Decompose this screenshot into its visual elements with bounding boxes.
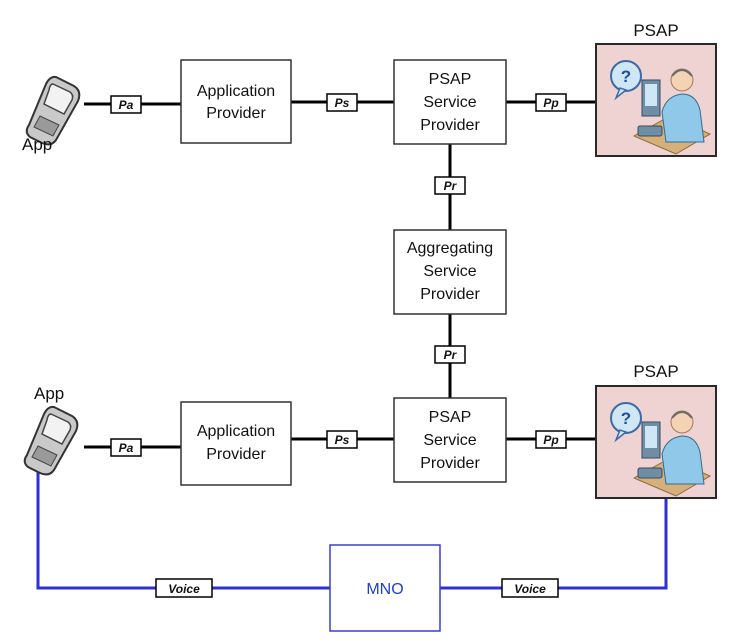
- aggregating-service-provider-box: Aggregating Service Provider: [393, 229, 507, 315]
- psap-service-provider-line2: Service: [423, 432, 476, 449]
- iface-pr-lower: Pr: [434, 345, 466, 364]
- application-provider-line2: Provider: [206, 105, 266, 122]
- psap-title-bottom: PSAP: [633, 362, 678, 381]
- psap-service-provider-line2: Service: [423, 94, 476, 111]
- iface-ps-bottom: Ps: [326, 430, 358, 449]
- application-provider-box-bottom: Application Provider: [180, 401, 292, 486]
- iface-pa-label: Pa: [119, 441, 134, 455]
- application-provider-box-top: Application Provider: [180, 59, 292, 144]
- iface-pr-label: Pr: [444, 348, 458, 362]
- iface-pp-bottom: Pp: [535, 430, 567, 449]
- iface-pp-top: Pp: [535, 93, 567, 112]
- iface-ps-label: Ps: [335, 96, 350, 110]
- iface-pa-top: Pa: [110, 95, 142, 114]
- psap-service-provider-line1: PSAP: [429, 409, 472, 426]
- psap-service-provider-box-top: PSAP Service Provider: [393, 59, 507, 145]
- app-phone-bottom-icon: [23, 405, 79, 476]
- psap-service-provider-line3: Provider: [420, 455, 480, 472]
- mno-box: MNO: [329, 544, 441, 632]
- psap-service-provider-box-bottom: PSAP Service Provider: [393, 397, 507, 483]
- aggregating-service-provider-line2: Service: [423, 263, 476, 280]
- iface-pp-label: Pp: [543, 96, 558, 110]
- application-provider-line1: Application: [197, 83, 275, 100]
- aggregating-service-provider-line1: Aggregating: [407, 240, 493, 257]
- connector-lines: [84, 100, 596, 449]
- iface-voice-label: Voice: [514, 582, 546, 596]
- mno-label: MNO: [366, 581, 403, 598]
- iface-pp-label: Pp: [543, 433, 558, 447]
- psap-title-top: PSAP: [633, 21, 678, 40]
- application-provider-line2: Provider: [206, 446, 266, 463]
- iface-pa-bottom: Pa: [110, 438, 142, 457]
- aggregating-service-provider-line3: Provider: [420, 286, 480, 303]
- iface-pa-label: Pa: [119, 98, 134, 112]
- psap-service-provider-line3: Provider: [420, 117, 480, 134]
- iface-pr-upper: Pr: [434, 176, 466, 195]
- iface-voice-right: Voice: [501, 578, 559, 598]
- psap-operator-top-icon: [595, 43, 717, 157]
- iface-pr-label: Pr: [444, 179, 458, 193]
- psap-operator-bottom-icon: [595, 385, 717, 499]
- iface-voice-left: Voice: [155, 578, 213, 598]
- app-label-top: App: [22, 135, 52, 154]
- psap-service-provider-line1: PSAP: [429, 71, 472, 88]
- iface-ps-label: Ps: [335, 433, 350, 447]
- app-label-bottom: App: [34, 384, 64, 403]
- iface-voice-label: Voice: [168, 582, 200, 596]
- iface-ps-top: Ps: [326, 93, 358, 112]
- application-provider-line1: Application: [197, 423, 275, 440]
